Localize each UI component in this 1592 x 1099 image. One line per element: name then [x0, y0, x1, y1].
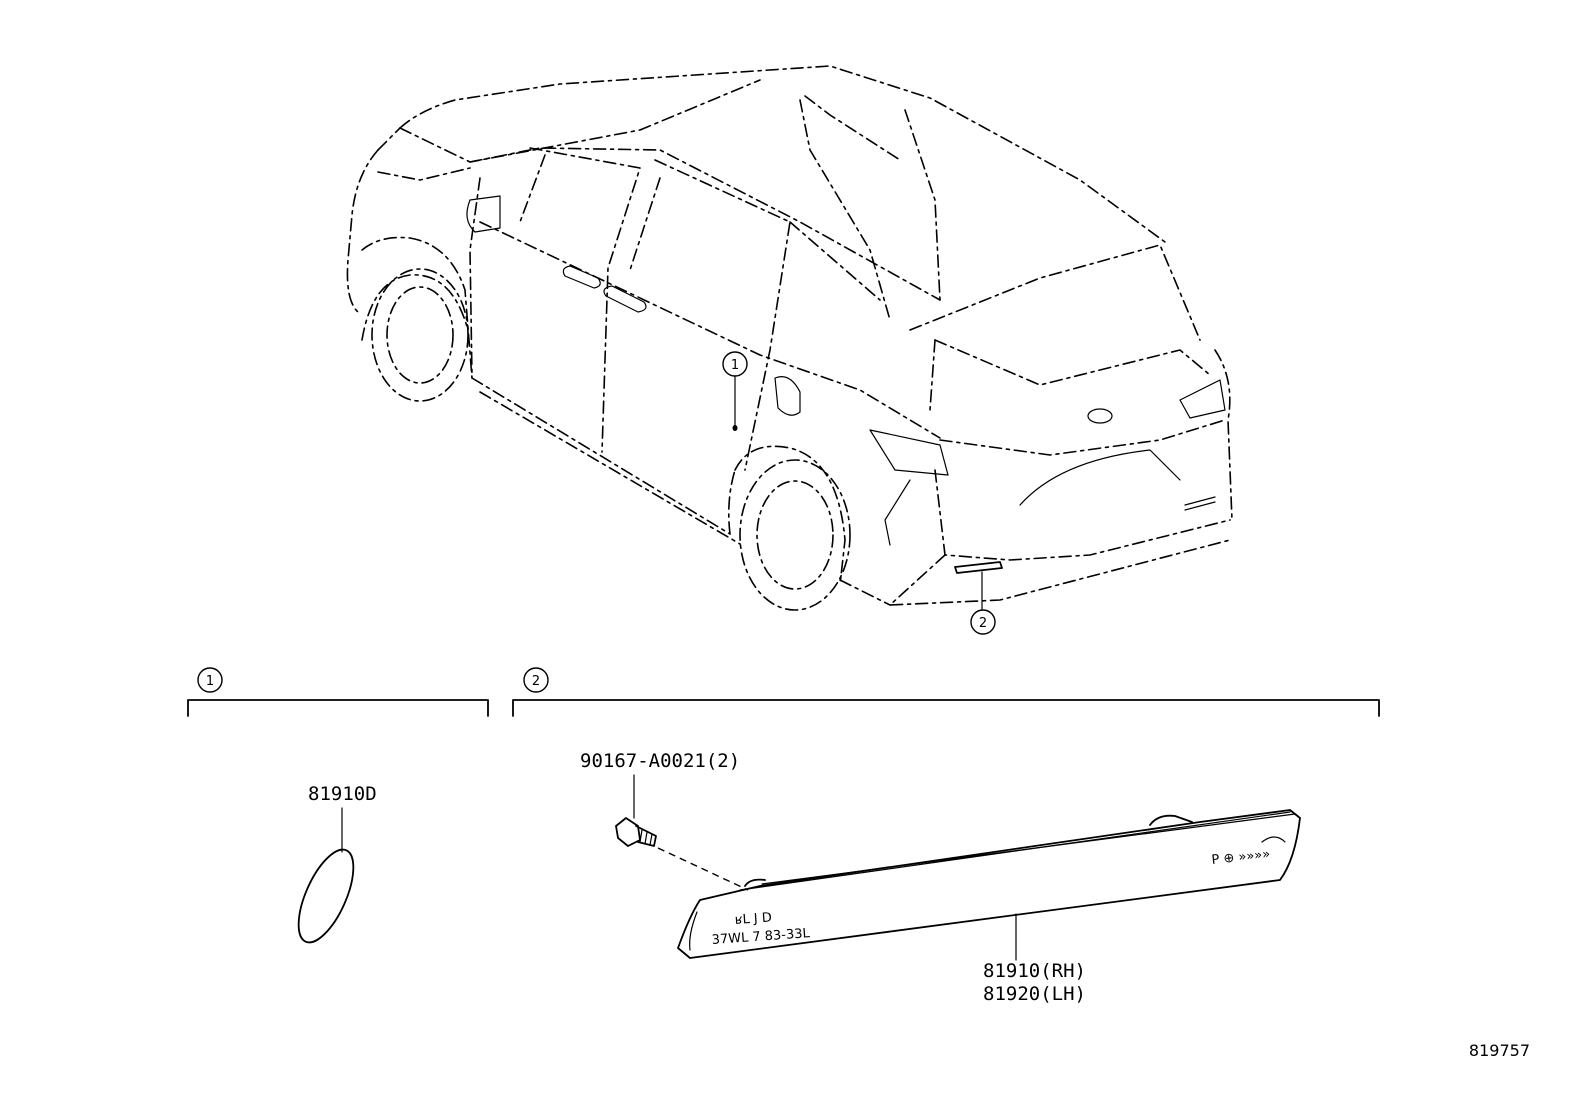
- section-2-bracket: [512, 699, 1380, 717]
- bolt-label: 90167-A0021(2): [580, 750, 740, 772]
- part-81910D-label: 81910D: [308, 783, 377, 805]
- rear-reflector: ʁL J D 37WL 7 83-33L P ⊕ »»»»: [677, 809, 1301, 959]
- bolt-icon: [615, 817, 657, 847]
- section-1-callout-label: 1: [206, 674, 214, 689]
- diagram-id: 819757: [1469, 1041, 1530, 1060]
- section-2-callout: 2: [523, 667, 549, 693]
- marker-plate: [297, 848, 355, 944]
- reflector-marking-2: 37WL 7 83-33L: [711, 926, 811, 948]
- part-81910-rh-label: 81910(RH): [983, 960, 1086, 982]
- vehicle-illustration: [346, 65, 1233, 611]
- reflector-marking-3: P ⊕ »»»»: [1211, 847, 1271, 868]
- bolt-install-line: [657, 847, 749, 891]
- section-1-bracket: [187, 699, 489, 717]
- callout-1-vehicle-label: 1: [731, 358, 739, 373]
- reflector-marking-1: ʁL J D: [734, 910, 772, 928]
- section-1: 1 81910D: [187, 667, 489, 944]
- callout-2-vehicle: 2: [970, 609, 996, 635]
- section-2: 2 90167-A0021(2) ʁL J D 37WL 7 83-33L P …: [512, 667, 1380, 1005]
- callout-1-vehicle: 1: [722, 351, 748, 377]
- section-2-callout-label: 2: [532, 674, 540, 689]
- section-1-callout: 1: [197, 667, 223, 693]
- callout-2-vehicle-label: 2: [979, 616, 987, 631]
- part-81920-lh-label: 81920(LH): [983, 983, 1086, 1005]
